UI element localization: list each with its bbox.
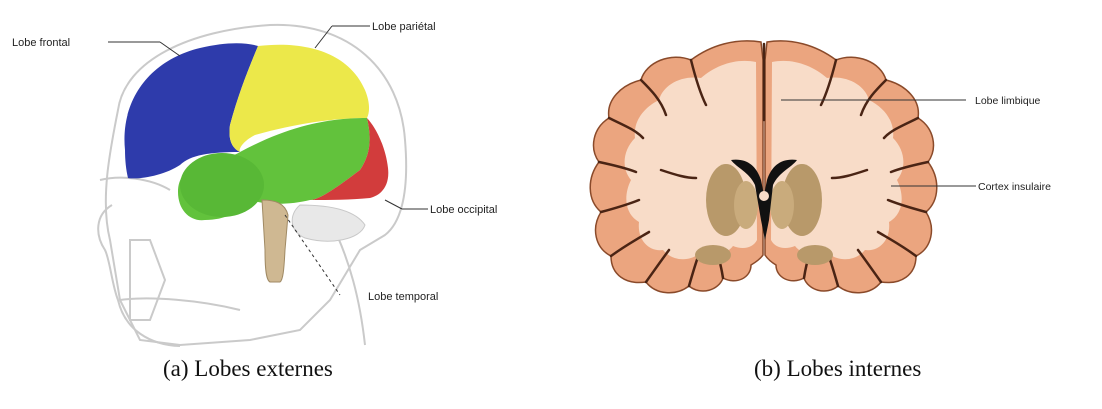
- label-temporal-lobe: Lobe temporal: [368, 291, 438, 303]
- temporal-pole: [180, 153, 264, 217]
- brainstem: [262, 200, 288, 282]
- brain-lateral-illustration: Lobe frontal Lobe pariétal Lobe occipita…: [0, 0, 551, 409]
- label-occipital-lobe: Lobe occipital: [430, 204, 497, 216]
- label-frontal-lobe: Lobe frontal: [12, 37, 70, 49]
- third-ventricle: [759, 191, 769, 201]
- label-limbic-lobe: Lobe limbique: [975, 95, 1041, 107]
- figure-internal-lobes: Lobe limbique Cortex insulaire (b) Lobes…: [551, 0, 1102, 409]
- caption-internal-lobes: (b) Lobes internes: [754, 356, 921, 382]
- label-insular-cortex: Cortex insulaire: [978, 181, 1051, 193]
- brain-coronal-section: Lobe limbique Cortex insulaire: [551, 0, 1102, 409]
- label-parietal-lobe: Lobe pariétal: [372, 21, 436, 33]
- figure-external-lobes: Lobe frontal Lobe pariétal Lobe occipita…: [0, 0, 551, 409]
- cerebellum: [292, 205, 365, 241]
- caption-external-lobes: (a) Lobes externes: [163, 356, 333, 382]
